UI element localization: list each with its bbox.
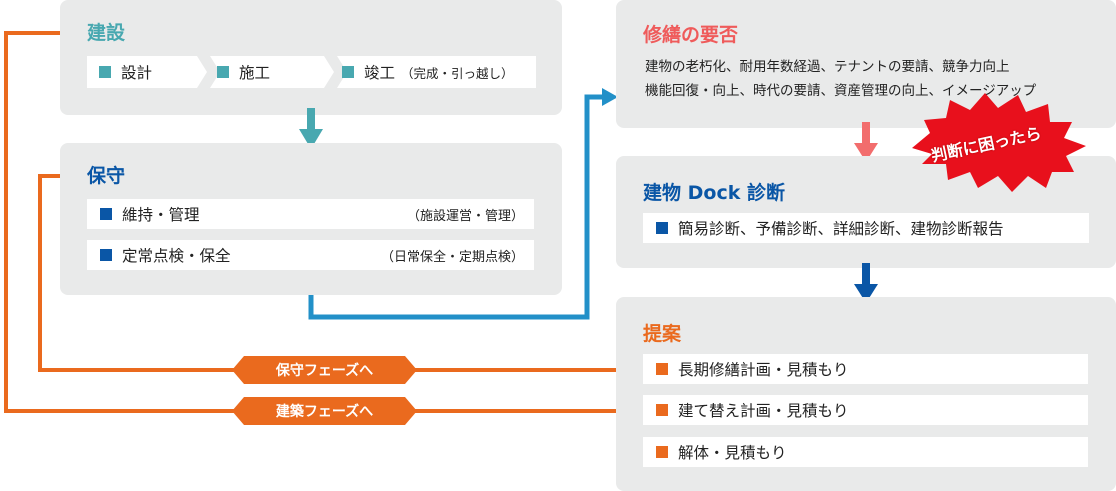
repair-title: 修繕の要否 <box>643 24 739 46</box>
rebuild-label: 建て替え計画・見積もり <box>678 402 849 420</box>
step-build-label: 施工 <box>239 64 271 82</box>
repair-panel: 修繕の要否 建物の老朽化、耐用年数経過、テナントの要請、競争力向上 機能回復・向… <box>616 0 1116 128</box>
dock-square-icon <box>656 222 668 234</box>
upkeep-square-icon <box>100 208 112 220</box>
step-complete-square-icon <box>342 66 354 78</box>
upkeep-note: （施設運営・管理） <box>406 208 524 224</box>
step-complete-note: （完成・引っ越し） <box>401 65 514 81</box>
step-complete: 竣工 （完成・引っ越し） <box>337 56 514 88</box>
construction-steps <box>87 56 536 88</box>
upkeep-label: 維持・管理 <box>122 206 200 224</box>
proposal-item-long-term: 長期修繕計画・見積もり <box>643 354 1088 384</box>
maintenance-item-upkeep: 維持・管理 （施設運営・管理） <box>87 199 534 229</box>
dock-title: 建物 Dock 診断 <box>643 182 785 204</box>
step-complete-box <box>337 56 536 88</box>
dock-item-label: 簡易診断、予備診断、詳細診断、建物診断報告 <box>678 220 1004 238</box>
step-design-box <box>87 56 207 88</box>
demolition-square-icon <box>656 446 668 458</box>
step-design-square-icon <box>99 66 111 78</box>
demolition-label: 解体・見積もり <box>678 444 787 462</box>
long-term-square-icon <box>656 363 668 375</box>
proposal-item-demolition: 解体・見積もり <box>643 437 1088 467</box>
rebuild-square-icon <box>656 404 668 416</box>
step-design: 設計 <box>87 56 152 88</box>
maintenance-item-inspection: 定常点検・保全 （日常保全・定期点検） <box>87 240 534 270</box>
inspection-label: 定常点検・保全 <box>122 247 231 265</box>
step-build: 施工 <box>210 56 270 88</box>
construction-title: 建設 <box>87 22 126 44</box>
maintenance-to-repair-arrowhead <box>602 88 618 106</box>
proposal-title: 提案 <box>643 323 682 345</box>
maintenance-panel: 保守 維持・管理 （施設運営・管理） 定常点検・保全 （日常保全・定期点検） <box>60 143 562 295</box>
repair-line-2: 機能回復・向上、時代の要請、資産管理の向上、イメージアップ <box>645 83 1037 99</box>
pill-to-construction-label: 建築フェーズへ <box>275 404 374 420</box>
maintenance-title: 保守 <box>87 165 126 187</box>
repair-line-1: 建物の老朽化、耐用年数経過、テナントの要請、競争力向上 <box>645 59 1010 75</box>
proposal-panel: 提案 長期修繕計画・見積もり 建て替え計画・見積もり 解体・見積もり <box>616 297 1116 491</box>
long-term-label: 長期修繕計画・見積もり <box>678 361 849 379</box>
step-build-box <box>210 56 334 88</box>
construction-panel: 建設 設計 施工 竣工 （完成・引っ越し） <box>60 0 562 115</box>
step-build-square-icon <box>217 66 229 78</box>
inspection-note: （日常保全・定期点検） <box>380 249 524 265</box>
inspection-square-icon <box>100 249 112 261</box>
maintenance-to-repair-connector <box>308 94 604 320</box>
step-design-label: 設計 <box>121 64 153 82</box>
dock-item: 簡易診断、予備診断、詳細診断、建物診断報告 <box>643 213 1089 243</box>
proposal-item-rebuild: 建て替え計画・見積もり <box>643 395 1088 425</box>
dock-panel: 建物 Dock 診断 簡易診断、予備診断、詳細診断、建物診断報告 <box>616 156 1116 268</box>
step-complete-label: 竣工 <box>364 64 396 82</box>
pill-to-maintenance-label: 保守フェーズへ <box>275 363 374 379</box>
